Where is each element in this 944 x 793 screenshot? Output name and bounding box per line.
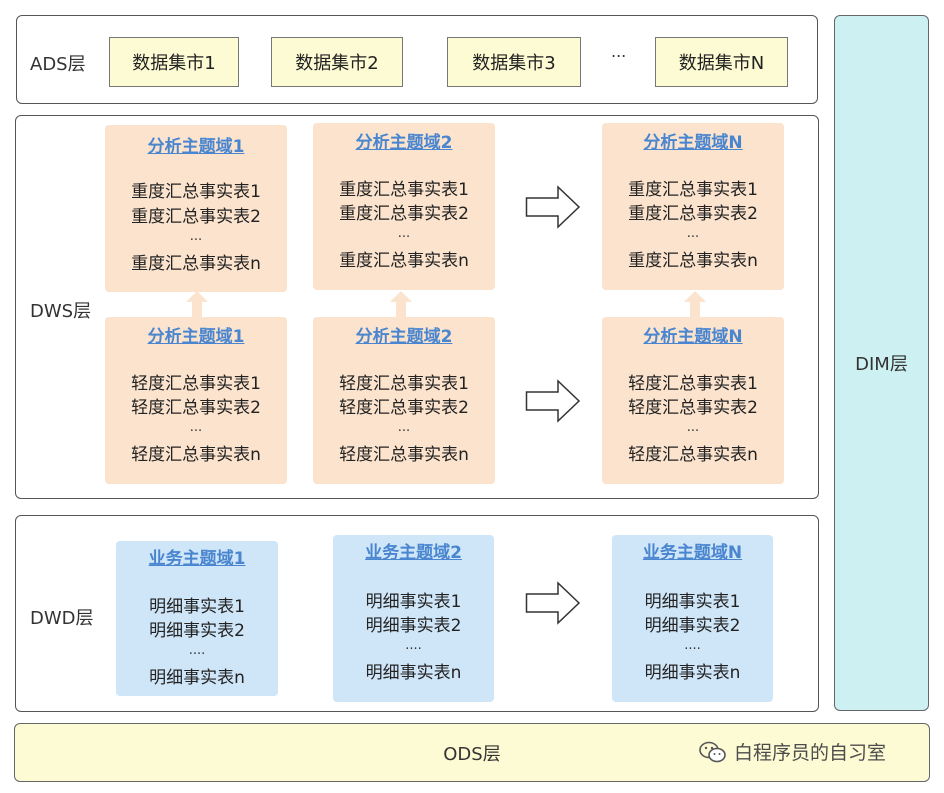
card-title: 分析主题域N bbox=[643, 133, 743, 153]
card-ellipsis: ... bbox=[686, 226, 700, 241]
card-line: 轻度汇总事实表n bbox=[628, 445, 758, 465]
card-line: 明细事实表n bbox=[365, 663, 462, 683]
card-line: 明细事实表1 bbox=[149, 597, 245, 617]
card-line: 明细事实表2 bbox=[644, 616, 741, 636]
card-line: 明细事实表n bbox=[149, 668, 245, 688]
card-ellipsis: .... bbox=[684, 638, 701, 653]
card-ellipsis: .... bbox=[188, 643, 206, 658]
card-ellipsis: .... bbox=[405, 638, 422, 653]
arrow-right-icon bbox=[525, 379, 581, 423]
card-line: 轻度汇总事实表1 bbox=[628, 374, 758, 394]
card-line: 轻度汇总事实表n bbox=[339, 445, 469, 465]
card-ellipsis: ... bbox=[397, 226, 411, 241]
card-line: 重度汇总事实表1 bbox=[339, 180, 469, 200]
card-line: 轻度汇总事实表1 bbox=[339, 374, 469, 394]
card-line: 明细事实表1 bbox=[644, 592, 741, 612]
light-summary-card-1: 分析主题域1 轻度汇总事实表1 轻度汇总事实表2 ... 轻度汇总事实表n bbox=[105, 317, 287, 484]
arrow-up-icon bbox=[390, 291, 412, 318]
card-line: 明细事实表1 bbox=[365, 592, 462, 612]
heavy-summary-card-1: 分析主题域1 重度汇总事实表1 重度汇总事实表2 ... 重度汇总事实表n bbox=[105, 125, 287, 292]
light-summary-card-2: 分析主题域2 轻度汇总事实表1 轻度汇总事实表2 ... 轻度汇总事实表n bbox=[313, 317, 495, 484]
card-line: 重度汇总事实表2 bbox=[339, 204, 469, 224]
card-title: 业务主题域N bbox=[642, 543, 743, 563]
card-line: 轻度汇总事实表2 bbox=[628, 398, 758, 418]
wechat-icon bbox=[699, 741, 726, 762]
card-ellipsis: ... bbox=[189, 229, 203, 244]
card-line: 重度汇总事实表2 bbox=[628, 204, 758, 224]
card-line: 轻度汇总事实表2 bbox=[339, 398, 469, 418]
watermark-text: 白程序员的自习室 bbox=[734, 742, 887, 764]
data-mart-1: 数据集市1 bbox=[109, 37, 239, 87]
card-line: 重度汇总事实表n bbox=[131, 254, 261, 274]
heavy-summary-card-n: 分析主题域N 重度汇总事实表1 重度汇总事实表2 ... 重度汇总事实表n bbox=[602, 123, 784, 290]
card-ellipsis: ... bbox=[686, 420, 700, 435]
business-domain-card-2: 业务主题域2 明细事实表1 明细事实表2 .... 明细事实表n bbox=[333, 535, 494, 702]
card-title: 业务主题域2 bbox=[365, 543, 462, 563]
card-line: 轻度汇总事实表n bbox=[131, 445, 261, 465]
card-title: 业务主题域1 bbox=[148, 549, 246, 569]
card-line: 重度汇总事实表n bbox=[339, 251, 469, 271]
light-summary-card-n: 分析主题域N 轻度汇总事实表1 轻度汇总事实表2 ... 轻度汇总事实表n bbox=[602, 317, 784, 484]
card-line: 明细事实表n bbox=[644, 663, 741, 683]
card-line: 明细事实表2 bbox=[149, 621, 245, 641]
card-title: 分析主题域N bbox=[643, 327, 743, 347]
card-title: 分析主题域1 bbox=[147, 327, 245, 347]
card-line: 重度汇总事实表n bbox=[628, 251, 758, 271]
data-mart-3: 数据集市3 bbox=[447, 37, 581, 87]
ads-layer-label: ADS层 bbox=[30, 54, 86, 75]
card-title: 分析主题域2 bbox=[355, 133, 453, 153]
card-line: 重度汇总事实表2 bbox=[131, 207, 261, 227]
dim-layer: DIM层 bbox=[834, 15, 929, 711]
card-ellipsis: ... bbox=[189, 420, 203, 435]
arrow-right-icon bbox=[525, 185, 581, 229]
watermark: 白程序员的自习室 bbox=[698, 738, 886, 765]
ods-layer-label: ODS层 bbox=[443, 743, 501, 765]
dws-layer-label: DWS层 bbox=[30, 301, 92, 322]
arrow-up-icon bbox=[684, 291, 706, 318]
arrow-right-icon bbox=[525, 581, 581, 625]
card-title: 分析主题域1 bbox=[147, 137, 245, 157]
dim-layer-label: DIM层 bbox=[855, 354, 908, 375]
data-mart-2: 数据集市2 bbox=[271, 37, 403, 87]
business-domain-card-n: 业务主题域N 明细事实表1 明细事实表2 .... 明细事实表n bbox=[612, 535, 773, 702]
card-line: 重度汇总事实表1 bbox=[131, 182, 261, 202]
dwd-layer-label: DWD层 bbox=[30, 608, 94, 629]
data-mart-n: 数据集市N bbox=[655, 37, 788, 87]
card-line: 明细事实表2 bbox=[365, 616, 462, 636]
ods-layer: ODS层 bbox=[14, 723, 930, 782]
heavy-summary-card-2: 分析主题域2 重度汇总事实表1 重度汇总事实表2 ... 重度汇总事实表n bbox=[313, 123, 495, 290]
card-title: 分析主题域2 bbox=[355, 327, 453, 347]
business-domain-card-1: 业务主题域1 明细事实表1 明细事实表2 .... 明细事实表n bbox=[116, 541, 278, 696]
card-line: 轻度汇总事实表2 bbox=[131, 398, 261, 418]
arrow-up-icon bbox=[186, 291, 208, 318]
card-ellipsis: ... bbox=[397, 420, 411, 435]
data-mart-ellipsis: ... bbox=[611, 42, 627, 61]
card-line: 轻度汇总事实表1 bbox=[131, 374, 261, 394]
card-line: 重度汇总事实表1 bbox=[628, 180, 758, 200]
